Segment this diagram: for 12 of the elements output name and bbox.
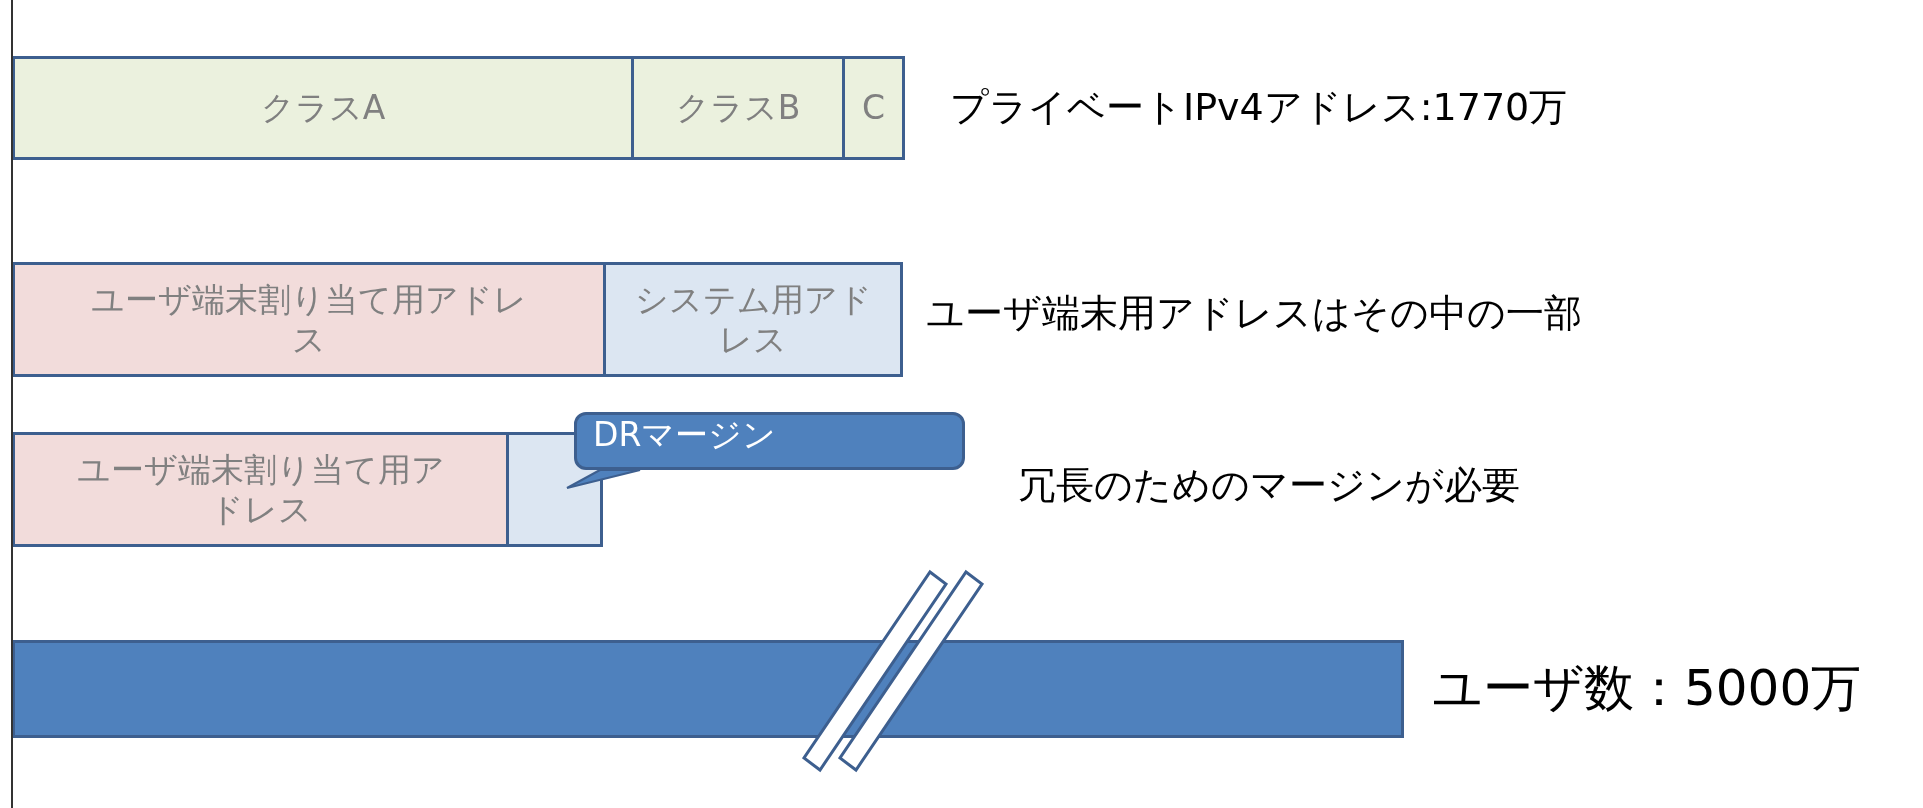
annotation-text: ユーザ数：5000万	[1432, 658, 1862, 719]
address-block: クラスB	[631, 56, 845, 160]
callout-pointer	[566, 469, 641, 489]
address-block: C	[842, 56, 905, 160]
user-count-bar	[12, 640, 1404, 738]
annotation-text: ユーザ端末用アドレスはその中の一部	[926, 290, 1582, 337]
address-block: システム用アドレス	[603, 262, 903, 377]
annotation-text: プライベートIPv4アドレス:1770万	[950, 84, 1568, 131]
address-block: ユーザ端末割り当て用アドレス	[12, 432, 509, 547]
address-block: ユーザ端末割り当て用アドレス	[12, 262, 606, 377]
annotation-text: 冗長のためのマージンが必要	[1018, 462, 1520, 509]
address-block: クラスA	[12, 56, 634, 160]
